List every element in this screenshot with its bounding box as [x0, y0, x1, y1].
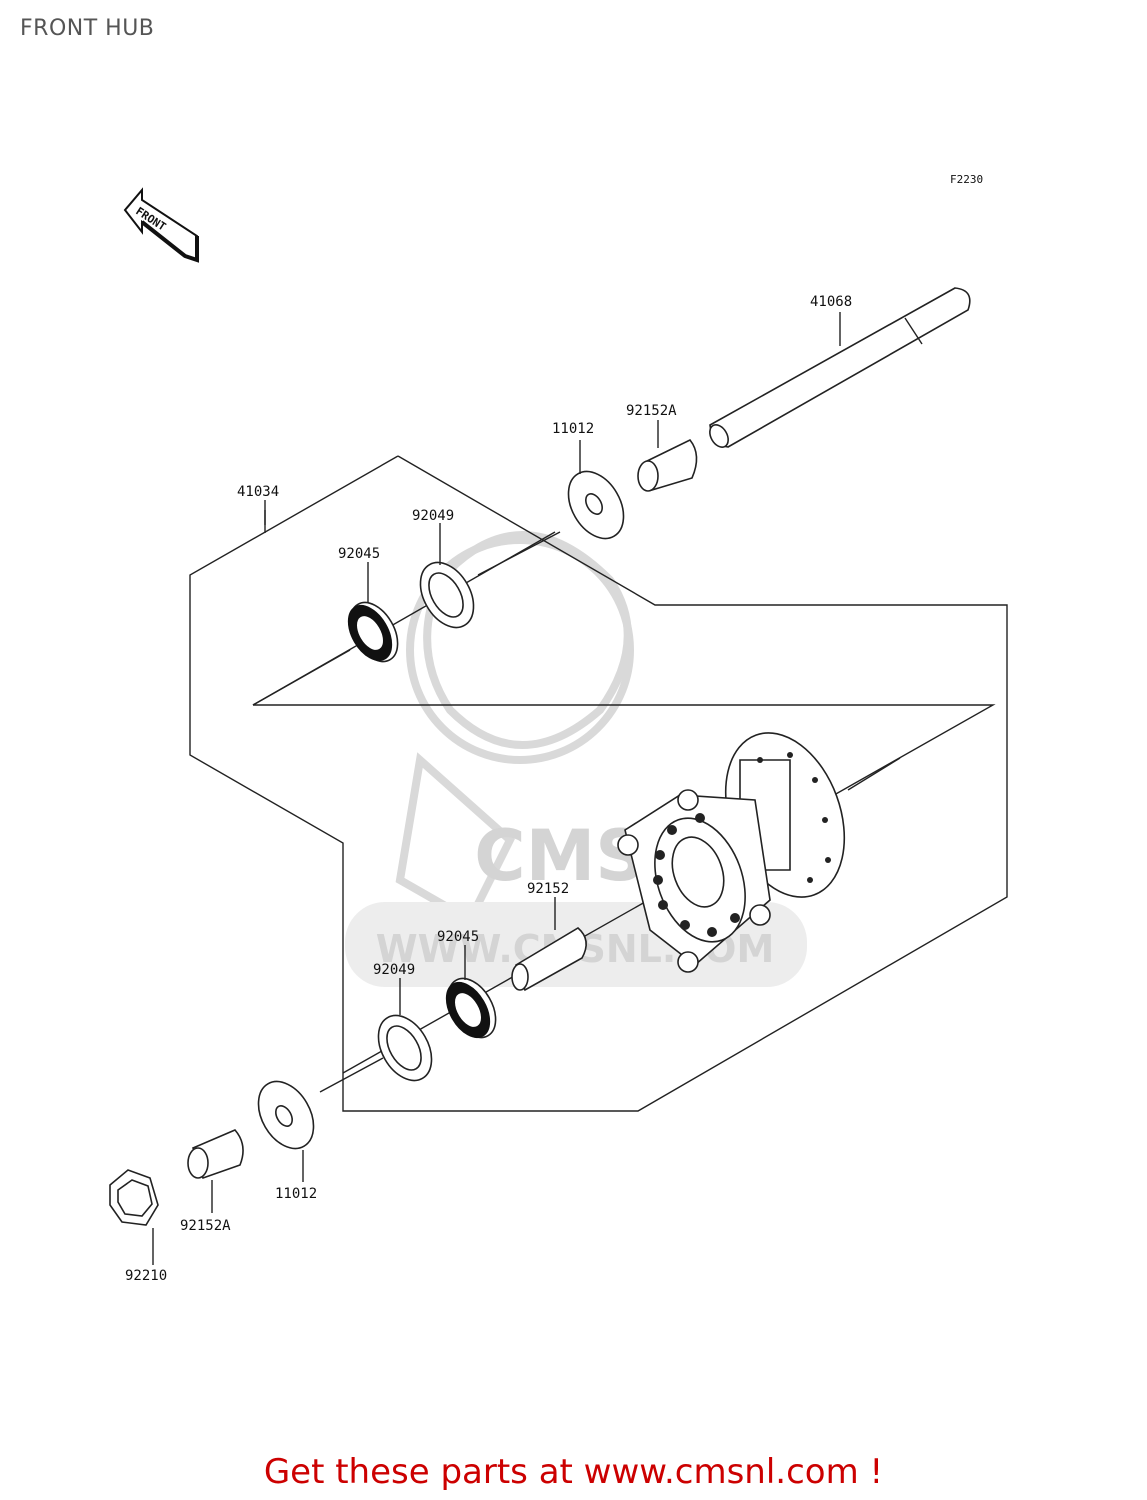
hub-assembly-bracket — [189, 455, 1008, 1112]
label-92152: 92152 — [527, 881, 569, 897]
label-11012-right: 11012 — [552, 421, 594, 437]
watermark-logo: CMS — [474, 815, 645, 897]
label-92210: 92210 — [125, 1268, 167, 1284]
collar-right-part: 92152A — [626, 403, 698, 492]
label-92049-right: 92049 — [412, 508, 454, 524]
collar-left-part: 92152A — [180, 1129, 244, 1234]
figure-code: F2230 — [950, 173, 983, 186]
page-title: FRONT HUB — [20, 16, 155, 41]
hub-body-part — [617, 732, 846, 973]
spacer-right-part: 11012 — [552, 421, 625, 540]
front-arrow-icon: FRONT — [123, 187, 199, 263]
footer-promo-link[interactable]: Get these parts at www.cmsnl.com ! — [263, 1452, 884, 1492]
label-11012-left: 11012 — [275, 1186, 317, 1202]
label-92045-left: 92045 — [437, 929, 479, 945]
label-92152A-left: 92152A — [180, 1218, 231, 1234]
seal-right-part: 92049 — [412, 508, 475, 629]
bearing-left-part: 92045 — [437, 929, 497, 1039]
label-92049-left: 92049 — [373, 962, 415, 978]
spacer-left-part: 11012 — [257, 1080, 317, 1202]
axle-part: 41068 — [709, 287, 971, 448]
label-41034: 41034 — [237, 484, 279, 500]
seal-left-part: 92049 — [373, 962, 433, 1082]
label-41068: 41068 — [810, 294, 852, 310]
nut-part: 92210 — [109, 1169, 167, 1284]
label-92045-right: 92045 — [338, 546, 380, 562]
label-92152A-right: 92152A — [626, 403, 677, 419]
bearing-right-part: 92045 — [338, 546, 399, 663]
sleeve-part: 92152 — [511, 881, 587, 992]
